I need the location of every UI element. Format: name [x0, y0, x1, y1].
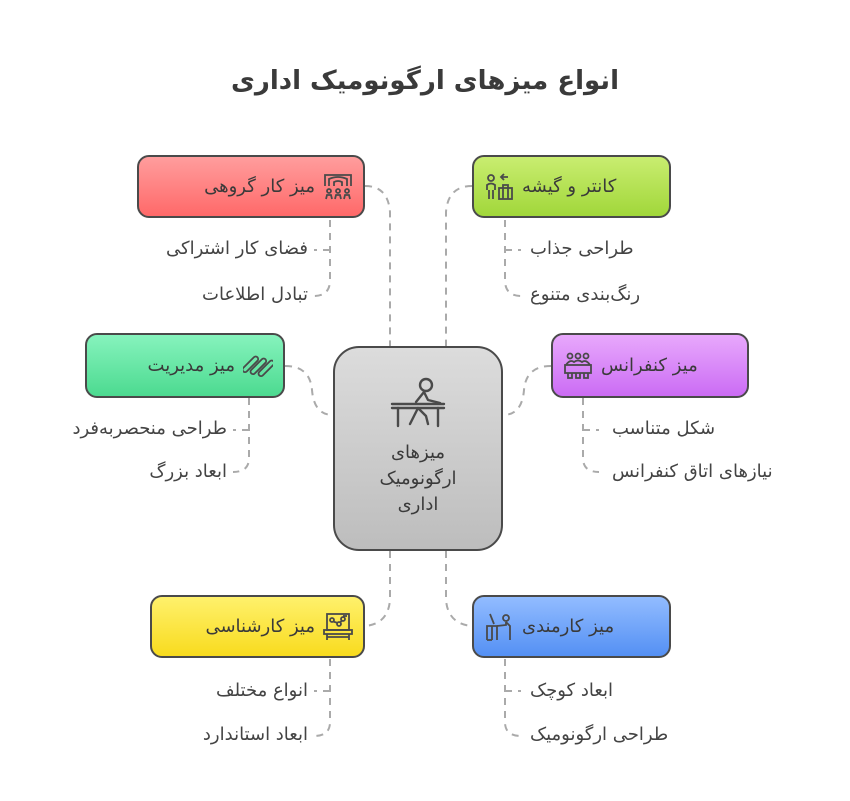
- leaf-item: ابعاد کوچک: [530, 680, 614, 701]
- center-label: میزهای ارگونومیک اداری: [379, 442, 457, 515]
- branch-expert-desk[interactable]: میز کارشناسی: [150, 595, 365, 658]
- branch-staff-desk[interactable]: میز کارمندی: [472, 595, 671, 658]
- leaf-item: طراحی جذاب: [530, 238, 634, 259]
- branch-counter[interactable]: کانتر و گیشه: [472, 155, 671, 218]
- leaf-item: شکل متناسب: [612, 418, 716, 439]
- management-links-icon: [243, 355, 273, 377]
- leaf-item: ابعاد استاندارد: [202, 724, 308, 745]
- group-workspace-icon: [324, 173, 352, 199]
- branch-label: کانتر و گیشه: [522, 176, 617, 197]
- leaf-item: فضای کار اشتراکی: [166, 238, 308, 259]
- employee-desk-icon: [486, 613, 511, 641]
- leaf-item: تبادل اطلاعات: [202, 284, 308, 305]
- leaf-item: طراحی منحصربه‌فرد: [72, 418, 227, 439]
- branch-label: میز مدیریت: [147, 355, 235, 376]
- center-node[interactable]: میزهای ارگونومیک اداری: [333, 346, 503, 551]
- branch-label: میز کارشناسی: [205, 616, 315, 637]
- leaf-item: ابعاد بزرگ: [149, 461, 227, 482]
- branch-management-desk[interactable]: میز مدیریت: [85, 333, 285, 398]
- diagram-title: انواع میزهای ارگونومیک اداری: [231, 66, 619, 96]
- presentation-desk-icon: [323, 612, 353, 640]
- leaf-item: طراحی ارگونومیک: [530, 724, 669, 745]
- leaf-item: انواع مختلف: [215, 680, 308, 701]
- branch-conference-table[interactable]: میز کنفرانس: [551, 333, 749, 398]
- branch-group-desk[interactable]: میز کار گروهی: [137, 155, 365, 218]
- conference-table-icon: [564, 352, 592, 379]
- branch-label: میز کار گروهی: [204, 176, 315, 197]
- leaf-item: رنگ‌بندی متنوع: [530, 284, 641, 305]
- leaf-item: نیازهای اتاق کنفرانس: [612, 461, 773, 482]
- person-at-desk-icon: [390, 377, 446, 428]
- branch-label: میز کنفرانس: [601, 355, 698, 376]
- reception-counter-icon: [486, 172, 513, 200]
- branch-label: میز کارمندی: [522, 616, 615, 637]
